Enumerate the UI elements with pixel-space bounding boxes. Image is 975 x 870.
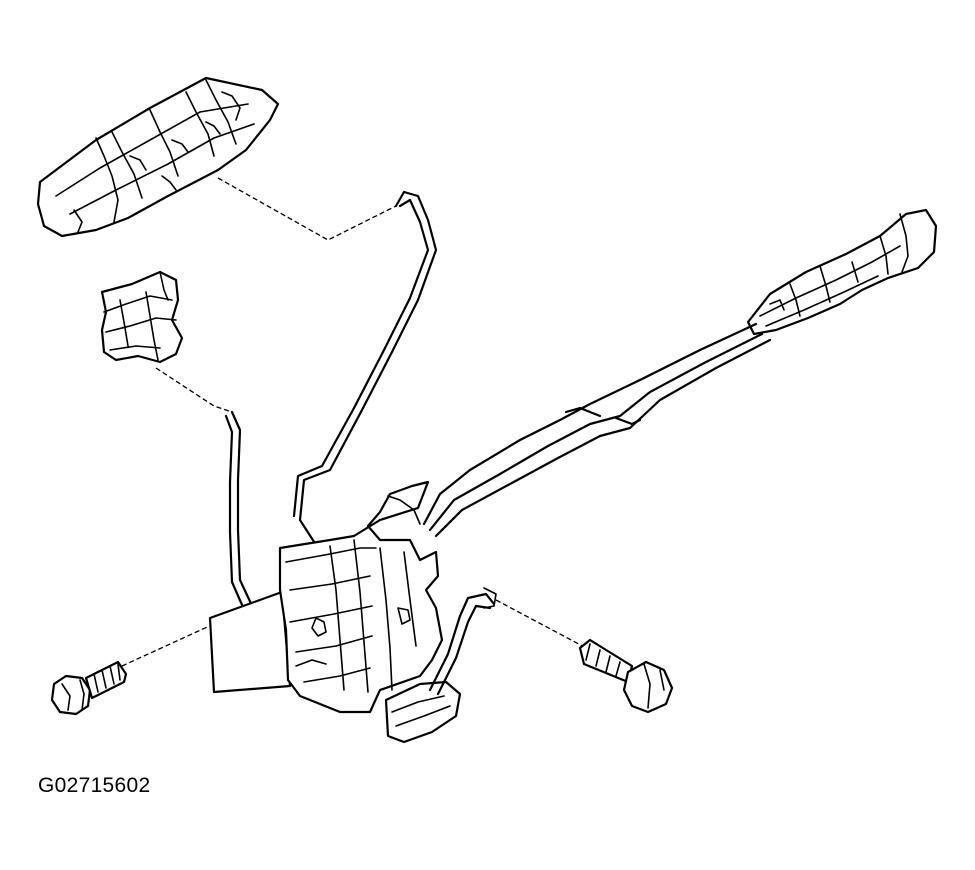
latch-actuator-rod	[428, 592, 496, 692]
figure-code-label: G02715602	[38, 774, 151, 797]
outer-door-handle	[36, 76, 280, 238]
door-latch-assembly	[208, 480, 497, 744]
left-mounting-bolt	[50, 660, 128, 716]
outer-handle-rod	[298, 190, 438, 550]
leader-outer-handle	[217, 177, 397, 241]
leader-right-bolt	[495, 599, 591, 651]
inner-handle-cable-2	[428, 332, 764, 532]
rod-clip	[100, 270, 184, 364]
leader-clip	[155, 367, 233, 413]
right-mounting-bolt	[578, 638, 674, 714]
inner-door-handle	[746, 208, 938, 336]
inner-handle-cable-1	[422, 322, 758, 526]
